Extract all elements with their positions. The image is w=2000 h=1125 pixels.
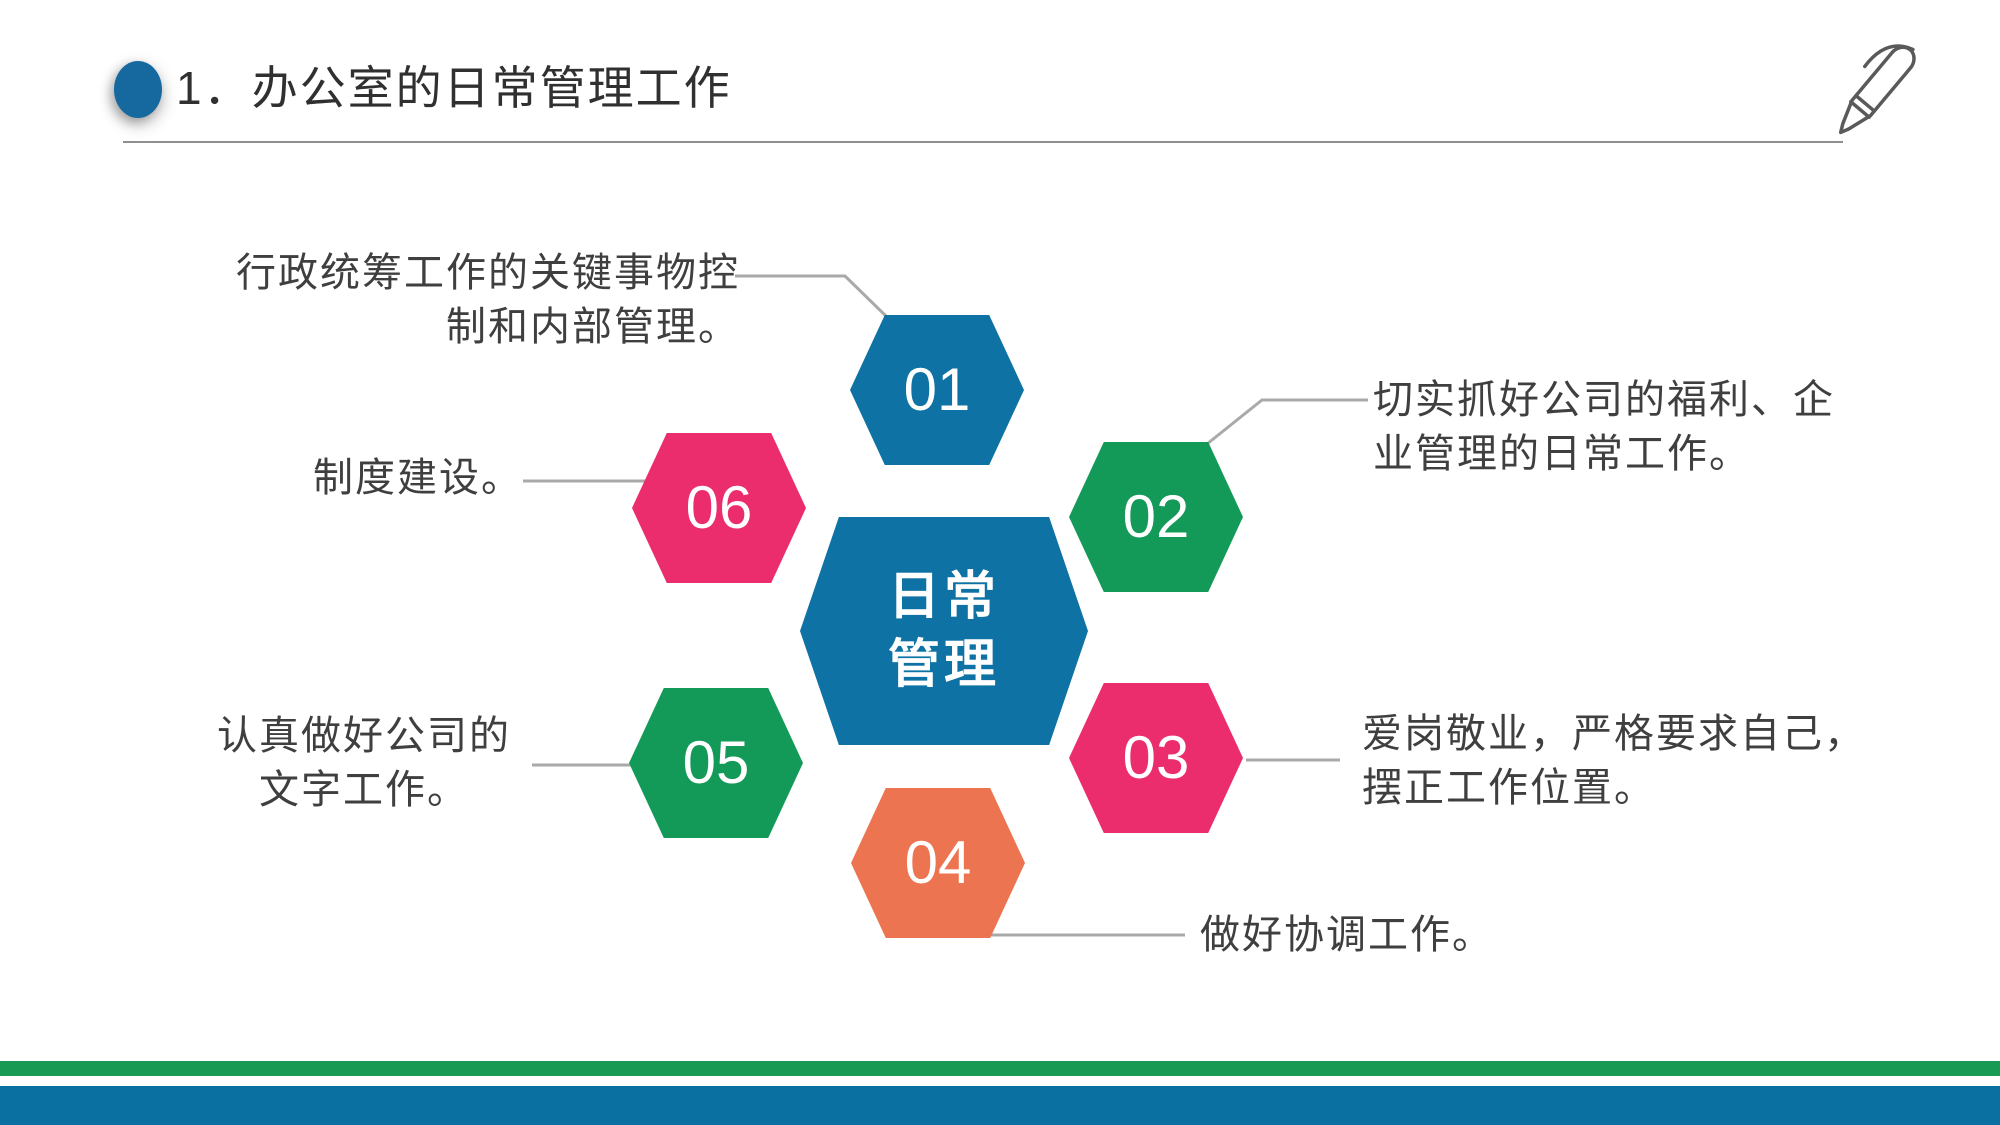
hexagon-node-02: 02 [1069, 442, 1243, 592]
node-01-label: 行政统筹工作的关键事物控 制和内部管理。 [180, 246, 740, 354]
center-label-line1: 日常 [887, 568, 1000, 626]
node-04-label: 做好协调工作。 [1200, 908, 1494, 962]
node-05-label-line1: 认真做好公司的 [217, 714, 511, 758]
node-03-label-line1: 爱岗敬业，严格要求自己， [1362, 712, 1866, 756]
hexagon-node-01: 01 [850, 315, 1024, 465]
node-05-label-line2: 文字工作。 [259, 768, 469, 812]
node-03-label: 爱岗敬业，严格要求自己， 摆正工作位置。 [1362, 707, 1866, 815]
node-01-label-line2: 制和内部管理。 [446, 305, 740, 349]
circle-bullet-icon [114, 61, 162, 118]
page-title: 1．办公室的日常管理工作 [176, 62, 732, 114]
hexagon-node-05: 05 [629, 688, 803, 838]
hexagon-node-04: 04 [851, 788, 1025, 938]
node-06-label-line1: 制度建设。 [313, 456, 523, 500]
node-01-label-line1: 行政统筹工作的关键事物控 [236, 251, 740, 295]
node-02-label-line1: 切实抓好公司的福利、企 [1373, 378, 1835, 422]
node-03-label-line2: 摆正工作位置。 [1362, 766, 1656, 810]
hexagon-node-03: 03 [1069, 683, 1243, 833]
hexagon-center: 日常 管理 [800, 517, 1088, 745]
node-04-label-line1: 做好协调工作。 [1200, 913, 1494, 957]
node-02-label: 切实抓好公司的福利、企 业管理的日常工作。 [1373, 373, 1835, 481]
footer-stripe-blue [0, 1086, 2000, 1125]
connector-node-01 [735, 274, 890, 320]
node-05-label: 认真做好公司的 文字工作。 [210, 709, 518, 817]
hexagon-node-06: 06 [632, 433, 806, 583]
node-06-label: 制度建设。 [313, 451, 523, 505]
center-label-line2: 管理 [887, 636, 1000, 694]
footer-stripe-green [0, 1061, 2000, 1076]
node-02-label-line2: 业管理的日常工作。 [1373, 432, 1751, 476]
connector-node-02 [1206, 398, 1368, 446]
header-divider [123, 141, 1843, 143]
